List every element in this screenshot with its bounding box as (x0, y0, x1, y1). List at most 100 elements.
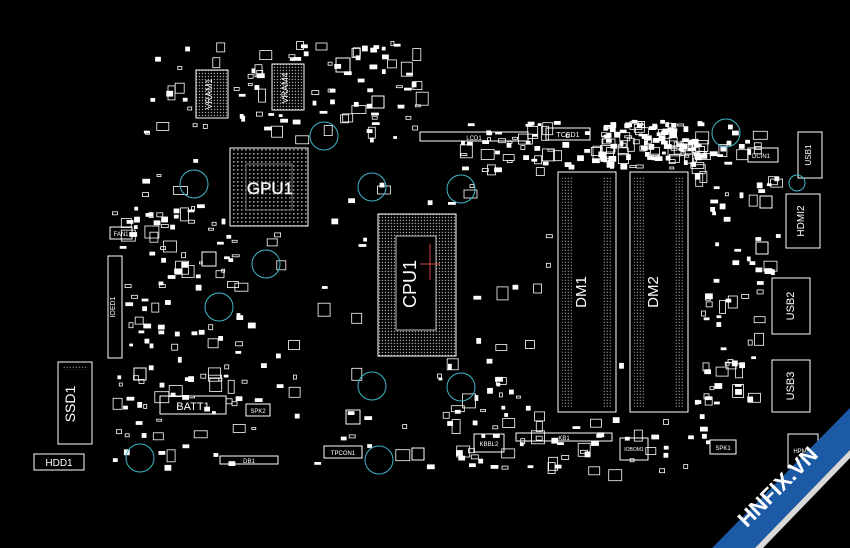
kb1-connector[interactable]: KB1 (515, 432, 613, 442)
smd-component (173, 208, 180, 214)
fan1-connector[interactable]: FAN1 (109, 226, 133, 240)
smd-component (414, 104, 421, 108)
smd-component (364, 416, 373, 421)
smd-component (490, 464, 499, 469)
smd-component (145, 212, 154, 217)
smd-component (184, 377, 189, 382)
mounting-hole (309, 121, 339, 151)
vram4-chip[interactable]: VRAM4 (271, 63, 305, 111)
smd-component (112, 211, 118, 216)
smd-component (293, 57, 302, 61)
smd-component (211, 411, 216, 414)
kb1-label: KB1 (558, 436, 570, 442)
lcd1-connector[interactable]: LCD1 (419, 131, 529, 142)
smd-component (534, 411, 545, 422)
db1-connector[interactable]: DB1 (219, 455, 279, 465)
smd-component (619, 129, 627, 133)
smd-component (149, 231, 159, 243)
hdmi2-label: HDMI2 (796, 205, 807, 237)
ioed1-connector[interactable]: IOED1 (107, 255, 123, 359)
smd-component (151, 302, 160, 313)
smd-component (185, 46, 191, 52)
smd-component (459, 144, 473, 159)
smd-component (488, 132, 493, 136)
smd-component (208, 324, 214, 331)
smd-component (738, 143, 745, 149)
smd-component (527, 121, 535, 126)
dm2-slot[interactable]: DM2 (629, 171, 689, 413)
smd-component (455, 450, 463, 456)
iobom1-connector[interactable]: IOBOM1 (619, 437, 649, 461)
smd-component (684, 146, 694, 155)
smd-component (351, 48, 361, 58)
smd-component (663, 445, 669, 450)
tpcon1-connector[interactable]: TPCON1 (323, 445, 363, 459)
smd-component (235, 350, 242, 354)
smd-component (714, 383, 723, 389)
smd-component (164, 464, 172, 471)
smd-component (557, 442, 564, 446)
cpu1-chip[interactable]: CPU1 (377, 213, 457, 357)
smd-component (196, 204, 205, 209)
dcin1-connector[interactable]: DCIN1 (747, 147, 779, 163)
smd-component (766, 183, 772, 187)
fan1-label: FAN1 (113, 232, 129, 238)
iobom1-label: IOBOM1 (624, 447, 644, 453)
smd-component (502, 418, 516, 429)
tced1-connector[interactable]: TCED1 (545, 127, 591, 141)
smd-component (645, 447, 657, 456)
smd-component (534, 155, 542, 165)
batt1-connector[interactable]: BATT1 (159, 395, 227, 415)
smd-component (340, 114, 350, 124)
usb2-port[interactable]: USB2 (771, 277, 811, 335)
spk2-connector[interactable]: SPK2 (245, 403, 271, 417)
smd-component (756, 182, 763, 189)
smd-component (548, 456, 558, 471)
smd-component (467, 123, 475, 127)
smd-component (473, 295, 482, 300)
mounting-hole (446, 174, 476, 204)
vram1-label: VRAM1 (204, 78, 214, 109)
usb1-port[interactable]: USB1 (797, 131, 823, 179)
smd-component (680, 151, 686, 157)
smd-component (695, 131, 710, 145)
smd-component (254, 85, 260, 90)
smd-component (620, 163, 628, 170)
gpu1-label: GPU1 (247, 179, 293, 198)
smd-component (652, 124, 658, 130)
usb3-port[interactable]: USB3 (771, 359, 811, 413)
dm1-slot[interactable]: DM1 (557, 171, 617, 413)
smd-component (227, 379, 235, 394)
smd-component (395, 85, 403, 89)
smd-component (274, 232, 282, 238)
smd-component (180, 207, 189, 222)
smd-component (361, 45, 368, 52)
kbbl2-connector[interactable]: KBBL2 (473, 433, 505, 453)
smd-component (612, 417, 620, 424)
smd-component (367, 444, 373, 448)
smd-component (691, 162, 696, 167)
smd-component (495, 344, 508, 351)
smd-component (584, 131, 590, 136)
smd-component (506, 142, 512, 148)
smd-component (163, 240, 177, 253)
hdd1-connector[interactable]: HDD1 (33, 453, 85, 471)
smd-component (651, 434, 660, 440)
smd-component (774, 176, 780, 182)
smd-component (680, 143, 688, 150)
smd-component (138, 330, 145, 334)
vram1-chip[interactable]: VRAM1 (195, 69, 229, 119)
ssd1-slot[interactable]: SSD1 (57, 361, 93, 445)
smd-component (258, 88, 267, 103)
smd-component (170, 224, 176, 230)
smd-component (156, 174, 162, 177)
smd-component (641, 145, 648, 151)
smd-component (619, 362, 624, 369)
smd-component (292, 374, 297, 380)
ic-package (335, 57, 351, 73)
smd-component (645, 151, 650, 157)
smd-component (371, 112, 379, 116)
gpu1-chip[interactable]: GPU1 (229, 147, 309, 227)
hdmi2-port[interactable]: HDMI2 (785, 193, 821, 249)
spk1-connector[interactable]: SPK1 (709, 439, 737, 455)
